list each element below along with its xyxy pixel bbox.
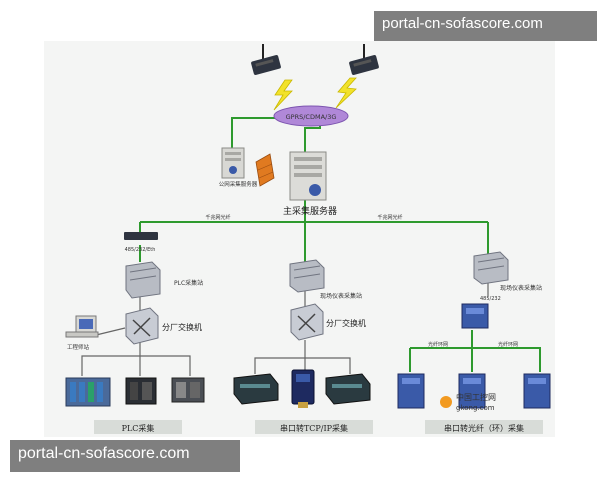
- section-box-plc: [94, 420, 182, 434]
- plc-station-icon: [125, 261, 161, 299]
- fiber-converter-icon: [461, 303, 489, 329]
- right-station-label: 现场仪表采集站: [500, 284, 542, 292]
- link-switch-plc-right: [140, 355, 191, 376]
- watermark-top: portal-cn-sofascore.com: [374, 11, 597, 41]
- plc-device-rack-icon: [65, 377, 111, 407]
- ring-node-icon-right: [523, 373, 551, 409]
- switch-icon-left: [125, 307, 159, 345]
- radio-modem-right: [349, 44, 379, 75]
- link-switch-plc-left: [81, 342, 141, 376]
- cloud-icon: [273, 105, 349, 127]
- plc-device-unit-icon: [171, 377, 205, 403]
- network-links: [139, 117, 541, 372]
- section-box-tcp: [255, 420, 373, 434]
- ring-label-right: 光纤环网: [498, 341, 518, 348]
- main-server-label: 主采集服务器: [283, 205, 337, 217]
- lightning-icon-right: [335, 77, 357, 109]
- firewall-icon: [255, 153, 275, 187]
- plc-device-module-icon: [125, 377, 157, 405]
- main-server-icon: [289, 151, 327, 201]
- converter-icon: [124, 232, 158, 240]
- watermark-bottom: portal-cn-sofascore.com: [10, 440, 240, 472]
- plc-station-label: PLC采集站: [174, 279, 203, 287]
- converter-label: 485/232/Eth: [125, 247, 156, 253]
- radio-modem-left: [251, 44, 281, 75]
- switch-label-middle: 分厂交换机: [326, 318, 366, 328]
- switch-label-left: 分厂交换机: [162, 322, 202, 332]
- public-server-label: 公网采集服务器: [219, 180, 258, 188]
- logo-text: 中国工控网: [456, 392, 496, 402]
- serial-server-icon-left: [233, 373, 279, 405]
- workstation-label: 工程师站: [67, 343, 90, 351]
- ring-node-icon-left: [397, 373, 425, 409]
- right-station-icon: [473, 251, 509, 285]
- section-label-fiber: 串口转光纤（环）采集: [444, 423, 524, 433]
- serial-server-icon-mid: [291, 369, 315, 408]
- link-label-right: 千兆网光纤: [377, 214, 402, 221]
- switch-icon-middle: [290, 303, 324, 341]
- middle-station-icon: [289, 259, 325, 293]
- ring-top: [410, 347, 541, 372]
- lightning-icon-left: [273, 79, 293, 111]
- section-box-fiber: [425, 420, 543, 434]
- public-server-icon: [221, 147, 245, 179]
- serial-server-icon-right: [325, 373, 371, 405]
- logo-url-text: gkong.com: [456, 404, 495, 412]
- gkong-logo: 中国工控网 gkong.com: [440, 392, 496, 412]
- cloud-label: GPRS/CDMA/3G: [286, 113, 337, 121]
- link-switch-tcp-right: [305, 357, 351, 374]
- workstation-icon: [65, 315, 99, 338]
- ring-node-icon-mid: [458, 373, 486, 409]
- link-cloud-public-server: [231, 117, 278, 150]
- device-links: [81, 282, 489, 376]
- right-device-label: 485/232: [480, 296, 501, 302]
- middle-station-label: 现场仪表采集站: [320, 292, 362, 300]
- section-label-plc: PLC采集: [122, 423, 155, 433]
- ring-label-left: 光纤环网: [428, 341, 448, 348]
- link-label-left: 千兆网光纤: [205, 214, 230, 221]
- section-label-tcp: 串口转TCP/IP采集: [280, 423, 348, 433]
- link-switch-tcp-left: [254, 340, 306, 374]
